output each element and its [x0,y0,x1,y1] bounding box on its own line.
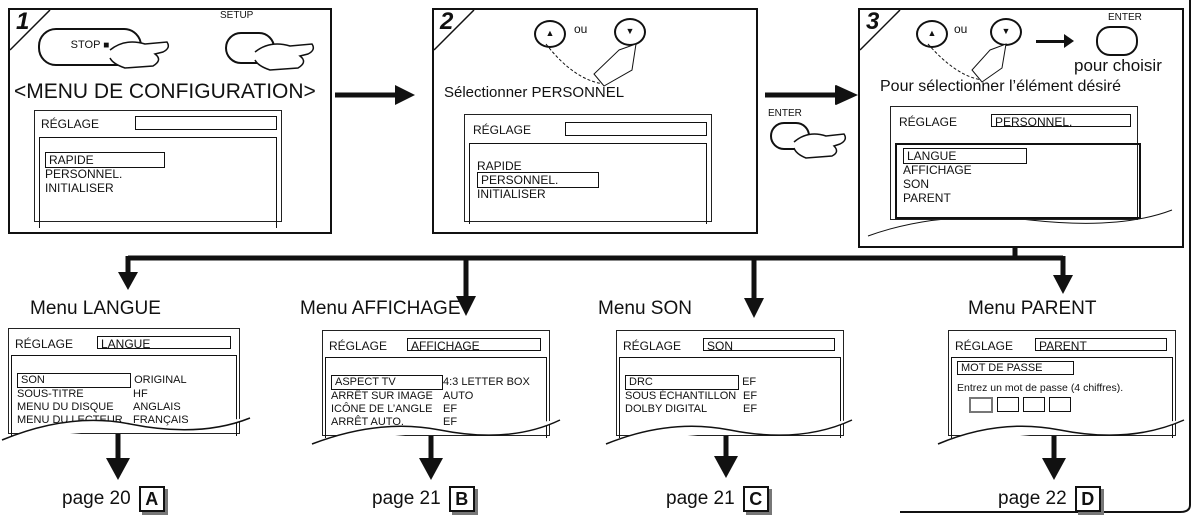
badge: C [742,486,769,512]
tv-screen: RÉGLAGE RAPIDE PERSONNEL. INITIALISER [464,114,712,224]
option-label[interactable]: ARRÊT SUR IMAGE [331,390,433,402]
reglage-field [135,116,277,130]
option-value: FRANÇAIS [133,414,189,426]
up-button[interactable]: ▲ [916,20,948,48]
options-highlight [895,143,1141,219]
ou-label: ou [574,22,588,36]
step1-panel: 1 STOP ■ SETUP <MENU DE CONFIGURATION> R… [8,8,332,234]
hand-icon [254,43,315,71]
menu-title: Menu SON [598,298,692,319]
option-label[interactable]: MENU DU LECTEUR [17,414,123,426]
option-label[interactable]: SOUS-TITRE [17,388,84,400]
setup-label: SETUP [220,10,254,21]
son-screen: RÉGLAGE SON DRC EF SOUS ÉCHANTILLON EF DO… [616,330,844,438]
option-label[interactable]: MENU DU DISQUE [17,401,114,413]
option-value: HF [133,388,148,400]
reglage-label: RÉGLAGE [41,117,100,131]
menu-item-langue[interactable]: LANGUE [903,148,1028,164]
option-value: EF [743,403,758,415]
instruction: Pour sélectionner l’élément désiré [880,78,1122,95]
option-label[interactable]: SON [17,373,131,388]
option-value: EF [742,376,757,388]
option-value: AUTO [443,390,474,402]
menu-title: Menu AFFICHAGE [300,298,461,319]
enter-button[interactable] [1096,26,1138,56]
digit-field[interactable] [969,397,993,413]
step2-panel: 2 ▲ ou ▼ Sélectionner PERSONNEL RÉGLAGE … [432,8,758,234]
hand-icon [927,43,1007,83]
reglage-label: RÉGLAGE [623,339,682,353]
menu-item-initialiser[interactable]: INITIALISER [477,187,546,201]
option-label[interactable]: DRC [625,375,739,390]
reglage-value: PERSONNEL. [991,114,1131,129]
menu-item-initialiser[interactable]: INITIALISER [45,181,114,195]
reglage-value: LANGUE [97,336,231,351]
menu-item-personnel[interactable]: PERSONNEL. [45,167,123,181]
pour-choisir: pour choisir [1074,56,1162,75]
step-number: 2 [440,8,454,35]
hand-icon [109,41,170,69]
reglage-value: SON [703,338,835,353]
option-label[interactable]: SOUS ÉCHANTILLON [625,390,737,402]
badge: D [1074,486,1101,512]
step-number: 1 [16,8,30,35]
option-value: 4:3 LETTER BOX [443,376,530,388]
enter-label: ENTER [1108,12,1142,23]
reglage-value: AFFICHAGE [407,338,541,353]
option-value: EF [443,403,458,415]
menu-title: Menu PARENT [968,298,1097,319]
digit-field[interactable] [1023,397,1045,412]
hand-icon [793,133,847,159]
step-number: 3 [866,8,880,35]
option-value: EF [443,416,458,428]
menu-item-rapide[interactable]: RAPIDE [477,159,522,173]
password-prompt: Entrez un mot de passe (4 chiffres). [957,382,1124,394]
reglage-label: RÉGLAGE [955,339,1014,353]
reglage-value: PARENT [1035,338,1167,353]
menu-item-son[interactable]: SON [903,177,930,191]
menu-item-affichage[interactable]: AFFICHAGE [903,163,972,177]
step3-panel: 3 ▲ ou ▼ ENTER pour choisir Pour sélecti… [858,8,1184,248]
up-button[interactable]: ▲ [534,20,566,48]
reglage-label: RÉGLAGE [473,123,532,137]
digit-field[interactable] [1049,397,1071,412]
parent-screen: RÉGLAGE PARENT MOT DE PASSE Entrez un mo… [948,330,1176,438]
hand-icon [545,43,637,87]
ou-label: ou [954,22,968,36]
reglage-label: RÉGLAGE [899,115,958,129]
reglage-label: RÉGLAGE [15,337,74,351]
digit-field[interactable] [997,397,1019,412]
instruction: Sélectionner PERSONNEL [444,84,625,101]
badge: A [138,486,165,512]
option-label[interactable]: ARRÊT AUTO. [331,416,404,428]
option-value: ANGLAIS [133,401,181,413]
enter-label: ENTER [768,108,802,119]
option-value: ORIGINAL [134,374,187,386]
password-label: MOT DE PASSE [957,361,1074,375]
menu-title: Menu LANGUE [30,298,161,319]
tv-screen: RÉGLAGE RAPIDE PERSONNEL. INITIALISER [34,110,282,228]
reglage-label: RÉGLAGE [329,339,388,353]
menu-title: <MENU DE CONFIGURATION> [14,80,316,103]
menu-item-parent[interactable]: PARENT [903,191,951,205]
option-label[interactable]: ICÔNE DE L’ANGLE [331,403,433,415]
langue-screen: RÉGLAGE LANGUE SON ORIGINAL SOUS-TITRE HF… [8,328,240,436]
tv-screen: RÉGLAGE PERSONNEL. LANGUE AFFICHAGE SON … [890,106,1141,220]
down-button[interactable]: ▼ [614,18,646,46]
option-value: EF [743,390,758,402]
badge: B [448,486,475,512]
menu-item-personnel[interactable]: PERSONNEL. [477,172,600,188]
option-label[interactable]: DOLBY DIGITAL [625,403,708,415]
menu-item-rapide[interactable]: RAPIDE [45,152,165,168]
option-label[interactable]: ASPECT TV [331,375,443,390]
